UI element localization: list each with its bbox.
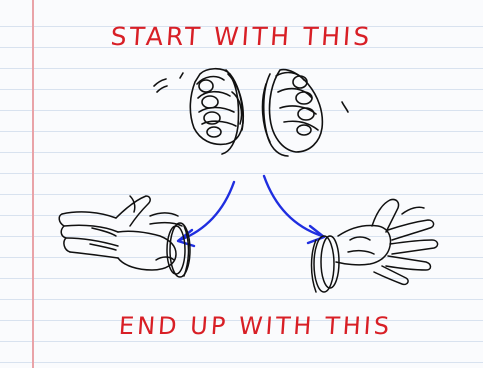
curved-arrow-icon: [178, 176, 324, 246]
open-left-hand-sketch-icon: [59, 196, 190, 277]
clenched-fists-sketch-icon: [154, 69, 348, 156]
open-right-hand-sketch-icon: [312, 199, 438, 292]
bottom-heading: END UP WITH THIS: [13, 312, 483, 340]
